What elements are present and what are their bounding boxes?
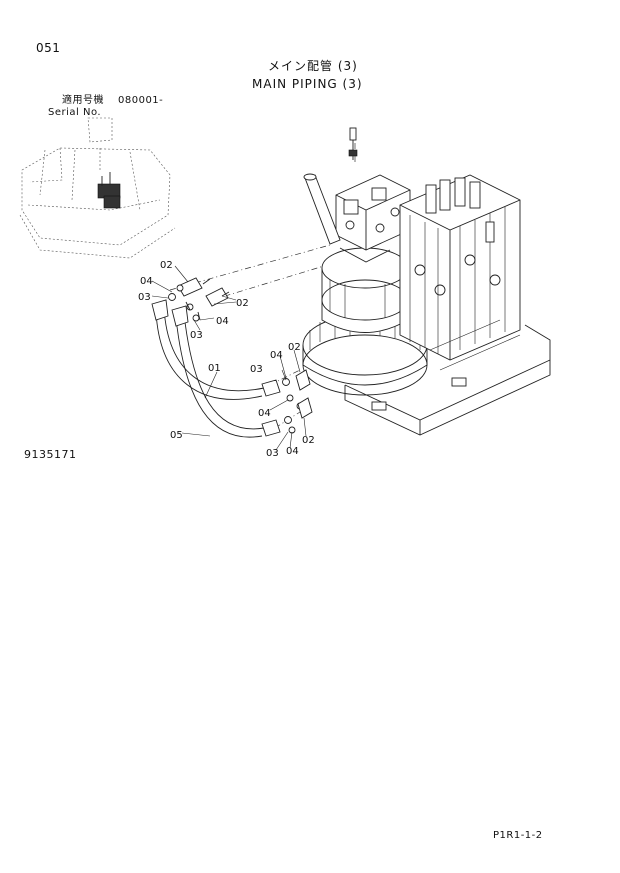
page-title: MAIN PIPING (3) <box>252 77 363 91</box>
hose-05 <box>171 305 281 438</box>
serial-label-japanese: 適用号機 <box>62 95 104 106</box>
callout-02: 02 <box>160 260 173 271</box>
callout-04: 04 <box>270 350 283 361</box>
callout-04: 04 <box>286 446 299 457</box>
swing-motor-assembly <box>302 127 428 396</box>
control-valve-assembly <box>344 174 551 436</box>
callout-04: 04 <box>140 276 153 287</box>
page-code: P1R1-1-2 <box>493 830 543 841</box>
callout-02: 02 <box>236 298 249 309</box>
callout-02: 02 <box>302 435 315 446</box>
highlight-area <box>97 172 121 209</box>
serial-value: 080001- <box>118 95 164 106</box>
callout-01: 01 <box>208 363 221 374</box>
page-title-japanese: メイン配管 (3) <box>268 59 358 73</box>
page-number: 051 <box>36 41 61 55</box>
callout-04: 04 <box>258 408 271 419</box>
callout-05: 05 <box>170 430 183 441</box>
callout-04: 04 <box>216 316 229 327</box>
serial-label: Serial No. <box>48 107 102 118</box>
callout-03: 03 <box>138 292 151 303</box>
leader-lines <box>151 265 307 451</box>
hose-01 <box>151 299 281 400</box>
excavator-thumbnail <box>19 117 176 259</box>
callout-02: 02 <box>288 342 301 353</box>
drawing-number: 9135171 <box>24 448 77 461</box>
motor-side-flanges <box>282 369 313 434</box>
callout-03: 03 <box>266 448 279 459</box>
callout-03: 03 <box>190 330 203 341</box>
callout-03: 03 <box>250 364 263 375</box>
